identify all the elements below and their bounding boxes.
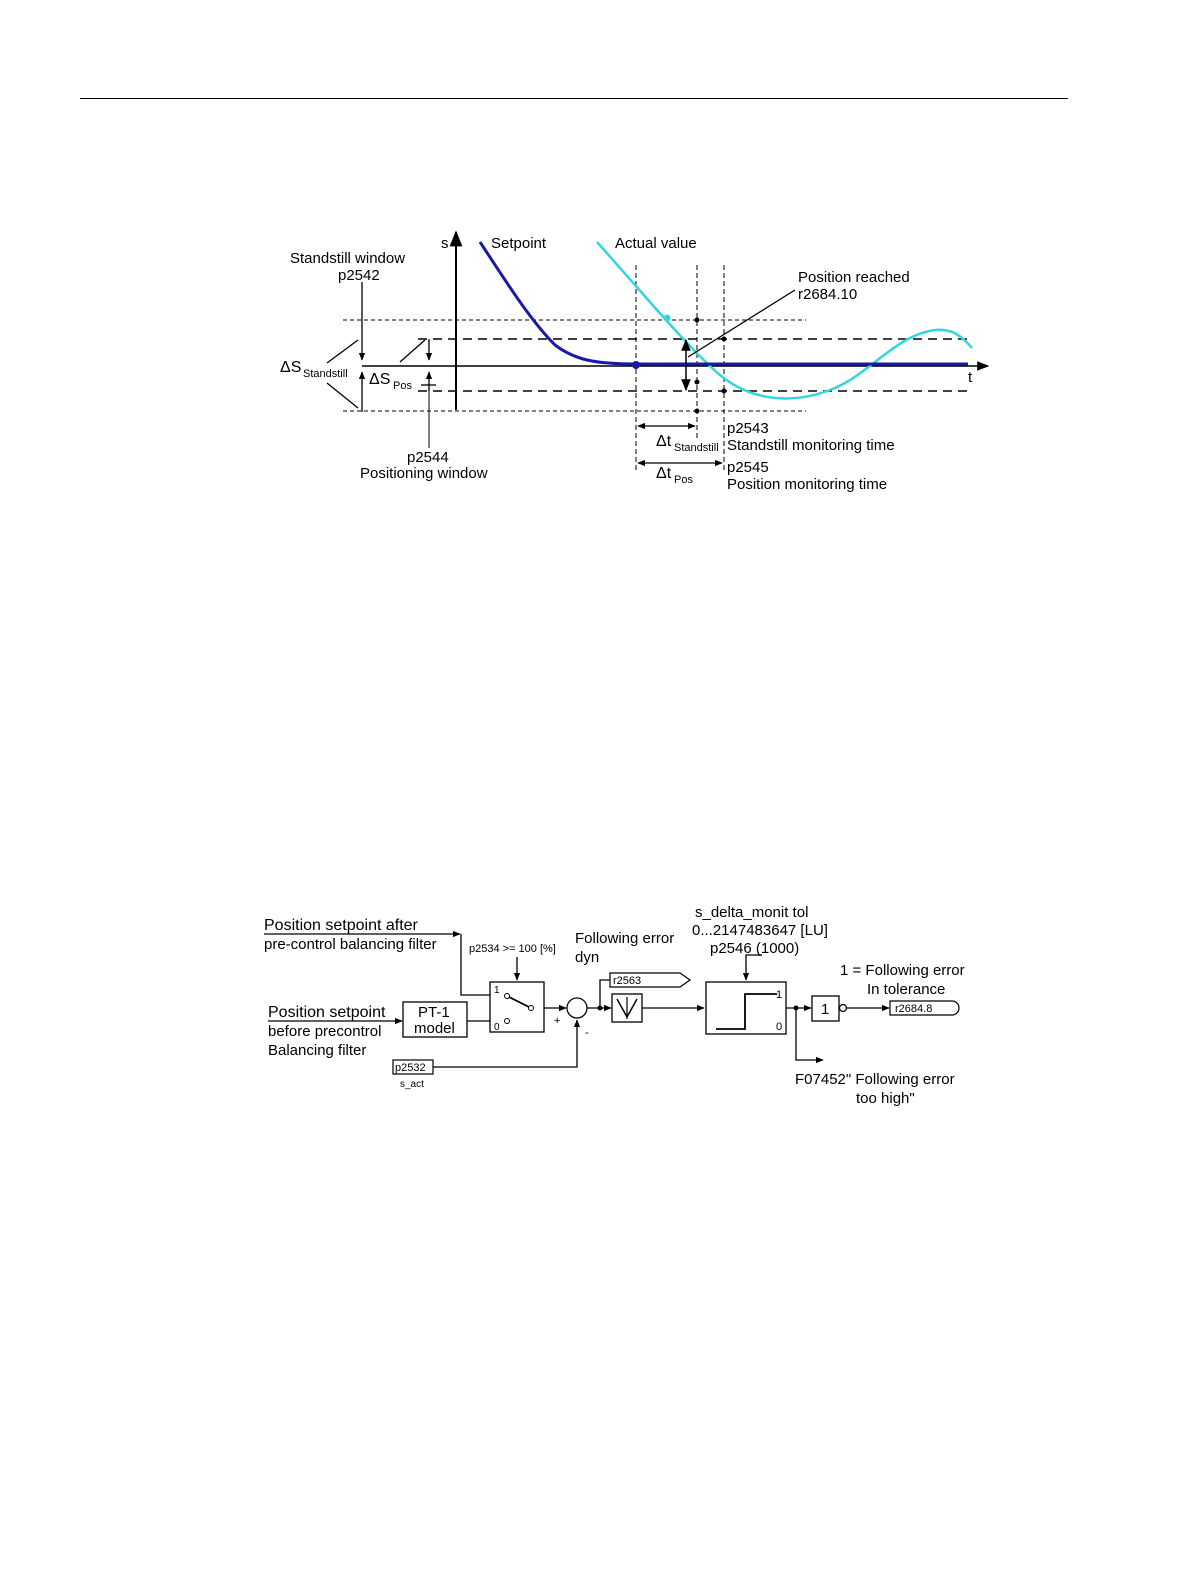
r2684-8-connector xyxy=(889,1000,960,1016)
setpoint-reached-point xyxy=(632,361,640,369)
delta-t-pos-sub: Pos xyxy=(674,474,693,486)
standstill-time-param: p2543 xyxy=(727,420,769,437)
tolerance-range: 0...2147483647 [LU] xyxy=(692,922,828,939)
marker-dot xyxy=(721,388,727,394)
actual-value-curve xyxy=(596,241,973,400)
delta-s-standstill: ΔS xyxy=(280,359,301,376)
input1-line1: Position setpoint after xyxy=(264,917,419,934)
tolerance-param: p2546 (1000) xyxy=(710,940,799,957)
not-gate-inversion xyxy=(838,1003,848,1013)
page-header-rule xyxy=(80,98,1068,99)
input2-line2: before precontrol xyxy=(268,1023,381,1040)
output-subtitle: In tolerance xyxy=(867,981,945,998)
r2563-wire xyxy=(599,979,610,1008)
comparator-block xyxy=(705,981,787,1035)
delta-t-pos: Δt xyxy=(656,465,672,482)
switch-contact xyxy=(504,1018,510,1024)
s-act-label: s_act xyxy=(400,1079,424,1090)
marker-dot xyxy=(694,408,700,414)
pt1-label: PT-1 xyxy=(418,1004,450,1021)
marker-dot xyxy=(694,317,700,323)
r2684-8-label: r2684.8 xyxy=(895,1003,932,1015)
pt1-sublabel: model xyxy=(414,1020,455,1037)
delta-s-pos-sub: Pos xyxy=(393,380,412,392)
r2563-connector xyxy=(609,972,692,988)
selector-switch-block xyxy=(489,981,545,1033)
pt1-model-block xyxy=(402,1001,468,1038)
fault-label-2: too high" xyxy=(856,1090,915,1107)
minus-sign: - xyxy=(585,1027,589,1039)
switch-contact xyxy=(528,1005,534,1011)
input1-wire xyxy=(460,934,499,999)
r2563-label: r2563 xyxy=(613,975,641,987)
setpoint-label: Setpoint xyxy=(491,235,547,252)
actual-value-label: Actual value xyxy=(615,235,697,252)
not-gate-block xyxy=(811,995,840,1022)
figure-following-error-block-diagram: Position setpoint after pre-control bala… xyxy=(264,904,965,1107)
switch-lever xyxy=(508,996,530,1008)
following-error-label: Following error xyxy=(575,930,674,947)
positioning-brace-upper xyxy=(399,339,426,363)
s-act-wire xyxy=(433,1019,581,1068)
marker-dot xyxy=(721,336,727,342)
delta-s-pos: ΔS xyxy=(369,371,390,388)
position-reached-title: Position reached xyxy=(798,269,910,286)
comparator-1: 1 xyxy=(776,989,782,1001)
positioning-window-param: p2544 xyxy=(407,449,449,466)
comparator-characteristic xyxy=(716,993,777,1030)
input2-line1: Position setpoint xyxy=(268,1004,386,1021)
position-time-title: Position monitoring time xyxy=(727,476,887,493)
comparator-0: 0 xyxy=(776,1021,782,1033)
position-reached-leader xyxy=(687,289,796,358)
standstill-brace-upper xyxy=(326,339,359,364)
fault-label: F07452" Following error xyxy=(795,1071,955,1088)
delta-s-standstill-sub: Standstill xyxy=(303,368,348,380)
input2-line3: Balancing filter xyxy=(268,1042,366,1059)
position-reached-param: r2684.10 xyxy=(798,286,857,303)
marker-dot xyxy=(694,379,700,385)
following-error-dyn: dyn xyxy=(575,949,599,966)
standstill-time-title: Standstill monitoring time xyxy=(727,437,895,454)
standstill-window-title: Standstill window xyxy=(290,250,405,267)
plus-sign: + xyxy=(554,1015,560,1027)
not-gate-label: 1 xyxy=(821,1001,829,1018)
p2532-label: p2532 xyxy=(395,1062,426,1074)
switch-input-0: 0 xyxy=(494,1022,500,1033)
switch-input-1: 1 xyxy=(494,985,500,996)
standstill-brace-lower xyxy=(326,382,359,409)
setpoint-curve xyxy=(478,241,968,366)
standstill-window-param: p2542 xyxy=(338,267,380,284)
positioning-window-title: Positioning window xyxy=(360,465,488,482)
delta-t-standstill: Δt xyxy=(656,433,672,450)
actual-value-point xyxy=(663,314,671,322)
tolerance-wire xyxy=(742,954,762,981)
switch-contact xyxy=(504,993,510,999)
s-axis-label: s xyxy=(441,235,449,252)
delta-t-standstill-sub: Standstill xyxy=(674,442,719,454)
input1-line2: pre-control balancing filter xyxy=(264,936,437,953)
switch-condition: p2534 >= 100 [%] xyxy=(469,943,556,955)
fault-wire xyxy=(795,1008,824,1064)
summing-junction xyxy=(566,997,588,1019)
t-axis-label: t xyxy=(968,369,973,386)
position-time-param: p2545 xyxy=(727,459,769,476)
tolerance-title: s_delta_monit tol xyxy=(695,904,808,921)
output-title: 1 = Following error xyxy=(840,962,965,979)
figure-position-monitoring: s t Setpoint Actual value Standstill win… xyxy=(280,230,990,493)
